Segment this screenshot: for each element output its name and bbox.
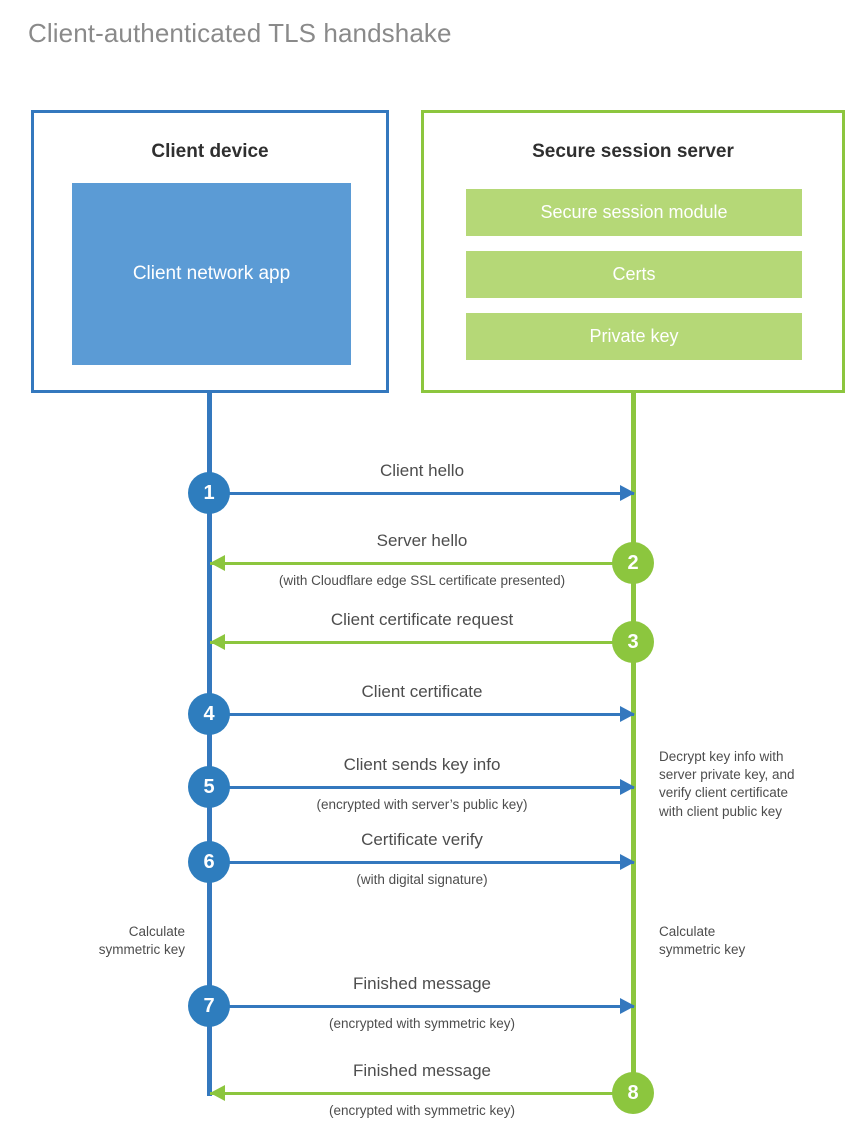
message-label: Finished message bbox=[353, 974, 491, 993]
client-device-title: Client device bbox=[151, 141, 269, 162]
message-label: Client hello bbox=[379, 461, 465, 480]
message-sublabel: (encrypted with server’s public key) bbox=[316, 797, 528, 812]
step-number-badge-3: 3 bbox=[612, 621, 654, 663]
step-number-badge-5: 5 bbox=[188, 766, 230, 808]
message-label: Server hello bbox=[376, 531, 468, 550]
step-number-badge-2: 2 bbox=[612, 542, 654, 584]
message-label: Certificate verify bbox=[361, 830, 483, 849]
note-decrypt-key-info: Decrypt key info with server private key… bbox=[659, 749, 795, 819]
message-arrow-line bbox=[210, 861, 634, 864]
arrow-right-icon bbox=[620, 779, 635, 795]
message-arrow-line bbox=[210, 713, 634, 716]
arrow-left-icon bbox=[210, 555, 225, 571]
step-number-badge-7: 7 bbox=[188, 985, 230, 1027]
message-label: Client sends key info bbox=[343, 755, 501, 774]
message-sublabel: (with digital signature) bbox=[356, 872, 488, 887]
arrow-right-icon bbox=[620, 998, 635, 1014]
message-arrow-line bbox=[210, 1005, 634, 1008]
message-arrow-line bbox=[210, 1092, 634, 1095]
server-lifeline bbox=[631, 391, 636, 1096]
client-network-app-block: Client network app bbox=[72, 183, 351, 365]
client-device-box: Client device Client network app bbox=[31, 110, 389, 393]
client-lifeline bbox=[207, 391, 212, 1096]
server-component-certs: Certs bbox=[466, 251, 802, 298]
message-arrow-line bbox=[210, 786, 634, 789]
step-number-badge-1: 1 bbox=[188, 472, 230, 514]
arrow-left-icon bbox=[210, 1085, 225, 1101]
secure-session-server-title: Secure session server bbox=[532, 141, 734, 162]
message-arrow-line bbox=[210, 492, 634, 495]
message-label: Finished message bbox=[353, 1061, 491, 1080]
arrow-left-icon bbox=[210, 634, 225, 650]
step-number-badge-6: 6 bbox=[188, 841, 230, 883]
arrow-right-icon bbox=[620, 485, 635, 501]
message-arrow-line bbox=[210, 562, 634, 565]
message-label: Client certificate request bbox=[330, 610, 514, 629]
arrow-right-icon bbox=[620, 854, 635, 870]
server-component-secure-session-module: Secure session module bbox=[466, 189, 802, 236]
page-title: Client-authenticated TLS handshake bbox=[28, 18, 452, 48]
step-number-badge-8: 8 bbox=[612, 1072, 654, 1114]
message-sublabel: (encrypted with symmetric key) bbox=[328, 1103, 516, 1118]
arrow-right-icon bbox=[620, 706, 635, 722]
message-sublabel: (with Cloudflare edge SSL certificate pr… bbox=[278, 573, 566, 588]
message-sublabel: (encrypted with symmetric key) bbox=[328, 1016, 516, 1031]
message-arrow-line bbox=[210, 641, 634, 644]
note-calculate-symmetric-key-server: Calculate symmetric key bbox=[659, 924, 746, 958]
server-component-private-key: Private key bbox=[466, 313, 802, 360]
message-label: Client certificate bbox=[361, 682, 483, 701]
secure-session-server-box: Secure session server Secure session mod… bbox=[421, 110, 845, 393]
note-calculate-symmetric-key-client: Calculate symmetric key bbox=[98, 924, 185, 958]
step-number-badge-4: 4 bbox=[188, 693, 230, 735]
